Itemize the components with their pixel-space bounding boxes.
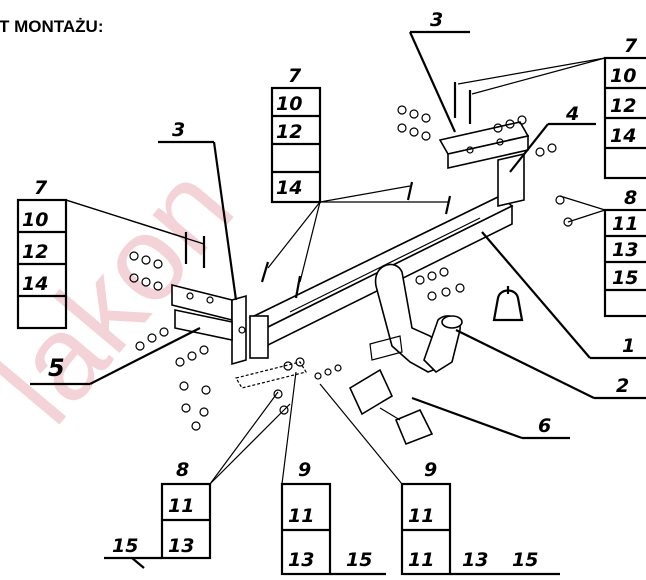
svg-text:5: 5: [48, 354, 65, 382]
section-heading: T MONTAŻU:: [0, 17, 104, 36]
svg-text:11: 11: [288, 505, 314, 527]
leader-lines: [30, 30, 646, 485]
svg-text:11: 11: [408, 505, 434, 527]
callout-1: 1: [622, 335, 635, 357]
callout-4: 4: [565, 103, 579, 125]
svg-text:9: 9: [298, 459, 311, 481]
washers-nuts: [129, 105, 573, 431]
callout-3-top: 3: [430, 9, 443, 31]
svg-text:8: 8: [624, 187, 637, 209]
svg-text:8: 8: [176, 459, 189, 481]
svg-text:12: 12: [276, 121, 302, 143]
svg-text:15: 15: [112, 535, 138, 557]
svg-text:4: 4: [565, 103, 579, 125]
label-10: 10: [610, 65, 636, 87]
right-bracket: [438, 121, 530, 208]
lamp-icon: [492, 286, 524, 322]
svg-text:1: 1: [622, 335, 635, 357]
callout-8-bottom: 8 11 13 15: [104, 459, 212, 569]
svg-text:6: 6: [538, 415, 551, 437]
callout-8-right: 8 11 13 15: [603, 187, 646, 318]
bolts: [184, 82, 472, 299]
svg-text:12: 12: [22, 241, 48, 263]
svg-text:2: 2: [616, 375, 629, 397]
svg-text:7: 7: [288, 65, 302, 87]
svg-text:13: 13: [288, 549, 314, 571]
svg-text:15: 15: [512, 549, 538, 571]
callout-2: 2: [616, 375, 629, 397]
svg-text:3: 3: [430, 9, 443, 31]
svg-text:13: 13: [462, 549, 488, 571]
socket-plate: [348, 368, 434, 446]
svg-text:11: 11: [612, 213, 638, 235]
tow-ball-neck: [369, 263, 463, 374]
svg-text:14: 14: [22, 273, 48, 295]
callout-9-left: 9 11 13 15: [280, 459, 386, 576]
callout-7-left: 7 10 12 14: [16, 177, 68, 330]
svg-text:15: 15: [612, 267, 638, 289]
svg-text:10: 10: [22, 209, 48, 231]
svg-text:14: 14: [276, 177, 302, 199]
svg-text:11: 11: [408, 549, 434, 571]
svg-text:13: 13: [168, 535, 194, 557]
callout-5: 5: [48, 354, 65, 382]
label-12: 12: [610, 95, 636, 117]
svg-text:13: 13: [612, 239, 638, 261]
svg-text:3: 3: [172, 119, 185, 141]
callout-3-left: 3: [172, 119, 185, 141]
svg-text:9: 9: [424, 459, 437, 481]
left-bracket: [171, 283, 269, 366]
plate-outline: [235, 361, 307, 389]
callout-7-mid: 7 10 12 14: [270, 65, 322, 204]
svg-text:15: 15: [346, 549, 372, 571]
label-7: 7: [624, 35, 638, 57]
callout-6: 6: [538, 415, 551, 437]
callout-7-right: 7 10 12 14: [603, 35, 646, 180]
svg-text:7: 7: [34, 177, 48, 199]
callout-9-right: 9 11 11 13 15: [400, 459, 560, 576]
label-14: 14: [610, 125, 636, 147]
svg-text:11: 11: [168, 495, 194, 517]
svg-text:10: 10: [276, 93, 302, 115]
